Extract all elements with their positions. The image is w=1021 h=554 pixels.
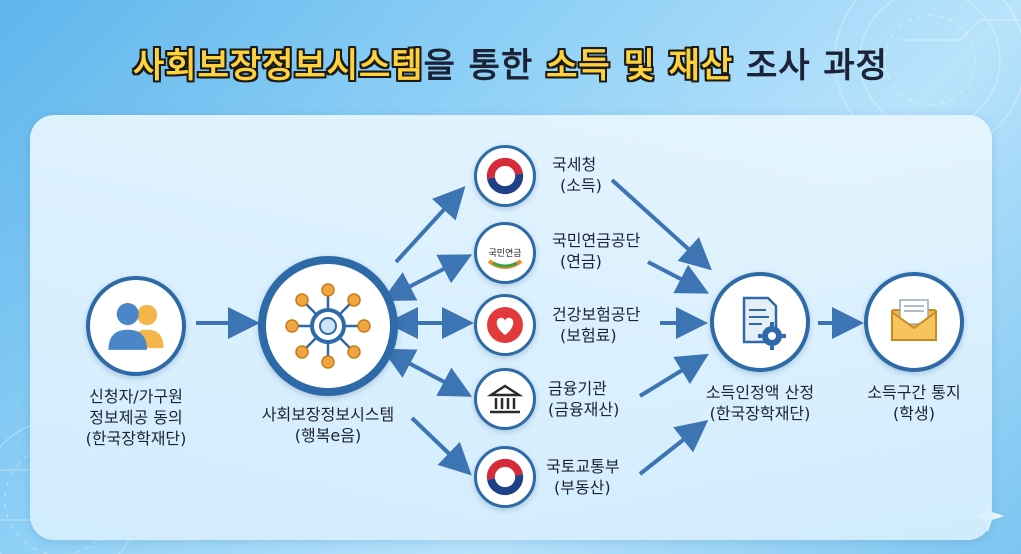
arrow-nts-calc — [610, 178, 712, 271]
people-icon — [108, 303, 164, 350]
source-node-bank — [474, 368, 536, 430]
source-node-nhis — [474, 294, 536, 356]
source-node-molit — [474, 446, 536, 508]
source-node-nps: 국민연금 — [474, 222, 536, 284]
envelope-icon — [891, 299, 937, 341]
arrow-system-molit — [410, 416, 472, 476]
source-label-nts: 국세청 (소득) — [552, 155, 602, 195]
bank-building-icon — [486, 384, 524, 414]
arrow-bank-calc — [638, 353, 709, 398]
source-node-nts — [474, 145, 536, 207]
taegeuk-emblem-icon — [486, 157, 524, 195]
arrow-system-nps — [381, 254, 473, 302]
notice-label: 소득구간 통지 (학생) — [867, 383, 961, 423]
page-title: 사회보장정보시스템을 통한 소득 및 재산 조사 과정 — [133, 46, 888, 86]
applicant-label: 신청자/가구원 정보제공 동의 (한국장학재단) — [85, 387, 187, 448]
source-label-nhis: 건강보험공단 (보험료) — [552, 305, 641, 345]
heart-cross-icon — [487, 307, 523, 343]
applicant-node — [86, 276, 186, 376]
source-label-molit: 국토교통부 (부동산) — [546, 457, 620, 497]
system-node — [258, 256, 398, 396]
arrow-system-nts — [394, 186, 466, 264]
taegeuk-emblem-icon — [486, 458, 524, 496]
notice-node — [864, 272, 964, 372]
source-label-nps: 국민연금공단 (연금) — [552, 231, 641, 271]
arrow-system-bank — [381, 348, 473, 397]
source-label-bank: 금융기관 (금융재산) — [548, 379, 620, 419]
system-label: 사회보장정보시스템 (행복e음) — [261, 405, 395, 445]
calc-node — [710, 272, 810, 372]
arrow-nps-calc — [647, 260, 710, 294]
calc-label: 소득인정액 산정 (한국장학재단) — [705, 383, 815, 423]
document-gear-icon — [742, 296, 786, 350]
network-hub-icon — [285, 283, 371, 369]
arrow-molit-calc — [638, 420, 709, 476]
pension-logo-icon — [487, 259, 523, 269]
